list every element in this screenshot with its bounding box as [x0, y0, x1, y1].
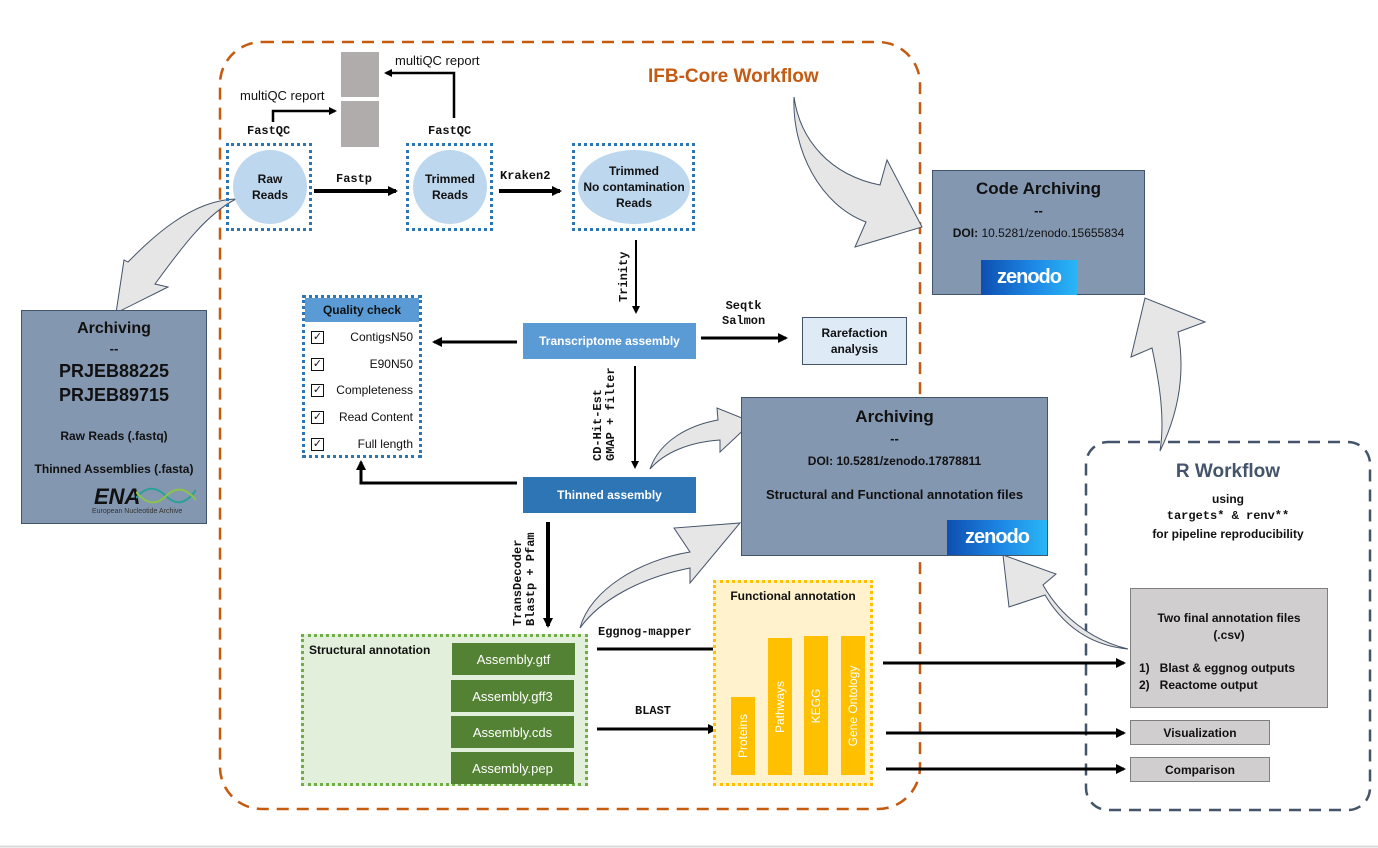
checkbox-checked-icon[interactable]: ✓: [311, 357, 324, 371]
file-assembly-gtf: Assembly.gtf: [452, 643, 575, 675]
ena-archiving-separator: --: [109, 341, 119, 356]
quality-check-title: Quality check: [305, 298, 419, 322]
zenodo-logo[interactable]: zenodo: [947, 520, 1047, 555]
zenodo-logo[interactable]: zenodo: [981, 260, 1077, 295]
trimmed-reads-frame: [406, 143, 493, 231]
final-files-title: Two final annotation files: [1157, 611, 1301, 625]
ifb-workflow-title: IFB-Core Workflow: [648, 66, 819, 87]
quality-check-item: ✓Full length: [311, 437, 413, 451]
ena-logo: ENA European Nucleotide Archive: [90, 484, 200, 518]
curved-arrow-r-to-code-archive: [1130, 297, 1207, 452]
functional-bar-pathways: Pathways: [768, 638, 792, 775]
curved-arrow-final-to-archive: [1002, 554, 1129, 650]
checkbox-checked-icon[interactable]: ✓: [311, 383, 324, 397]
comparison-box: Comparison: [1130, 757, 1270, 782]
blast-label: BLAST: [635, 704, 672, 718]
annotation-archiving-separator: --: [890, 431, 899, 446]
quality-check-item: ✓ContigsN50: [311, 330, 413, 344]
cdhit-gmap-label: CD-Hit-Est GMAP + filter: [591, 367, 618, 461]
annotation-archiving-title: Archiving: [855, 407, 934, 426]
ena-raw-reads: Raw Reads (.fastq): [60, 429, 168, 443]
thinned-assembly-node: Thinned assembly: [523, 477, 696, 513]
ena-logo-subtitle: European Nucleotide Archive: [92, 508, 183, 515]
final-files-item: 1) Blast & eggnog outputs: [1139, 661, 1295, 675]
trimmed-nocontam-frame: [572, 143, 695, 231]
annotation-archiving-doi: DOI: 10.5281/zenodo.17878811: [807, 454, 982, 468]
quality-check-panel: Quality check ✓ContigsN50 ✓E90N50 ✓Compl…: [302, 295, 422, 458]
multiqc-report-box-top: [341, 52, 379, 97]
code-archiving-box: Code Archiving -- DOI: 10.5281/zenodo.15…: [932, 170, 1145, 295]
checkbox-checked-icon[interactable]: ✓: [311, 330, 324, 344]
r-workflow-packages: targets* & renv**: [1166, 509, 1290, 523]
final-files-item: 2) Reactome output: [1139, 678, 1258, 692]
final-annotation-files-box: Two final annotation files (.csv) 1) Bla…: [1130, 588, 1328, 708]
transcriptome-assembly-node: Transcriptome assembly: [523, 323, 696, 359]
final-files-subtitle: (.csv): [1213, 628, 1245, 642]
trinity-label: Trinity: [617, 251, 631, 302]
fastqc-label-1: FastQC: [247, 124, 291, 138]
kraken2-label: Kraken2: [500, 169, 551, 183]
multiqc-report-box-bottom: [341, 101, 379, 147]
quality-check-item: ✓Completeness: [311, 383, 413, 397]
ena-assemblies: Thinned Assemblies (.fasta): [34, 462, 194, 476]
checkbox-checked-icon[interactable]: ✓: [311, 437, 324, 451]
ena-archiving-title: Archiving: [77, 320, 151, 337]
ena-accession-1: PRJEB88225: [58, 361, 170, 381]
functional-bar-proteins: Proteins: [731, 697, 755, 775]
functional-bar-gene-ontology: Gene Ontology: [841, 636, 865, 775]
multiqc-report-label-left: multiQC report: [240, 88, 325, 103]
curved-arrow-ifb-to-code-archive: [793, 96, 923, 248]
curved-arrow-thinned-to-archive: [649, 407, 753, 470]
fastp-label: Fastp: [336, 172, 373, 186]
fastqc-label-2: FastQC: [428, 124, 472, 138]
quality-check-item: ✓E90N50: [311, 357, 413, 371]
r-workflow-purpose: for pipeline reproducibility: [1152, 527, 1304, 541]
code-archiving-doi: DOI: 10.5281/zenodo.15655834: [952, 226, 1125, 240]
functional-bar-kegg: KEGG: [804, 636, 828, 775]
ena-logo-text: ENA: [94, 484, 141, 509]
r-workflow-title: R Workflow: [1175, 461, 1281, 482]
arrow-fastqc2-multiqc: [384, 69, 456, 118]
functional-annotation-title: Functional annotation: [730, 589, 856, 603]
quality-check-item: ✓Read Content: [311, 410, 413, 424]
raw-reads-frame: [226, 143, 312, 231]
multiqc-report-label-top: multiQC report: [395, 53, 480, 68]
annotation-archiving-description: Structural and Functional annotation fil…: [765, 487, 1024, 502]
seqtk-salmon-label: Seqtk Salmon: [722, 299, 766, 328]
arrow-fastqc1-multiqc: [271, 107, 337, 122]
file-assembly-cds: Assembly.cds: [451, 716, 574, 748]
curved-arrow-structural-to-archive: [579, 522, 742, 629]
code-archiving-title: Code Archiving: [976, 179, 1101, 198]
file-assembly-pep: Assembly.pep: [451, 752, 574, 784]
ena-archiving-box: Archiving -- PRJEB88225 PRJEB89715 Raw R…: [21, 310, 207, 524]
visualization-box: Visualization: [1130, 720, 1270, 745]
dna-helix-icon: [136, 487, 196, 504]
checkbox-checked-icon[interactable]: ✓: [311, 410, 324, 424]
transdecoder-label: TransDecoder Blastp + Pfam: [511, 532, 538, 626]
file-assembly-gff3: Assembly.gff3: [451, 680, 574, 712]
eggnog-mapper-label: Eggnog-mapper: [598, 625, 692, 639]
r-workflow-container: [1084, 440, 1372, 812]
curved-arrow-rawreads-to-ena: [115, 198, 237, 314]
ena-accession-2: PRJEB89715: [58, 385, 170, 405]
arrow-thinned-to-quality: [356, 460, 517, 485]
structural-annotation-title: Structural annotation: [309, 643, 431, 657]
r-workflow-using: using: [1212, 492, 1244, 506]
code-archiving-separator: --: [1034, 203, 1043, 218]
